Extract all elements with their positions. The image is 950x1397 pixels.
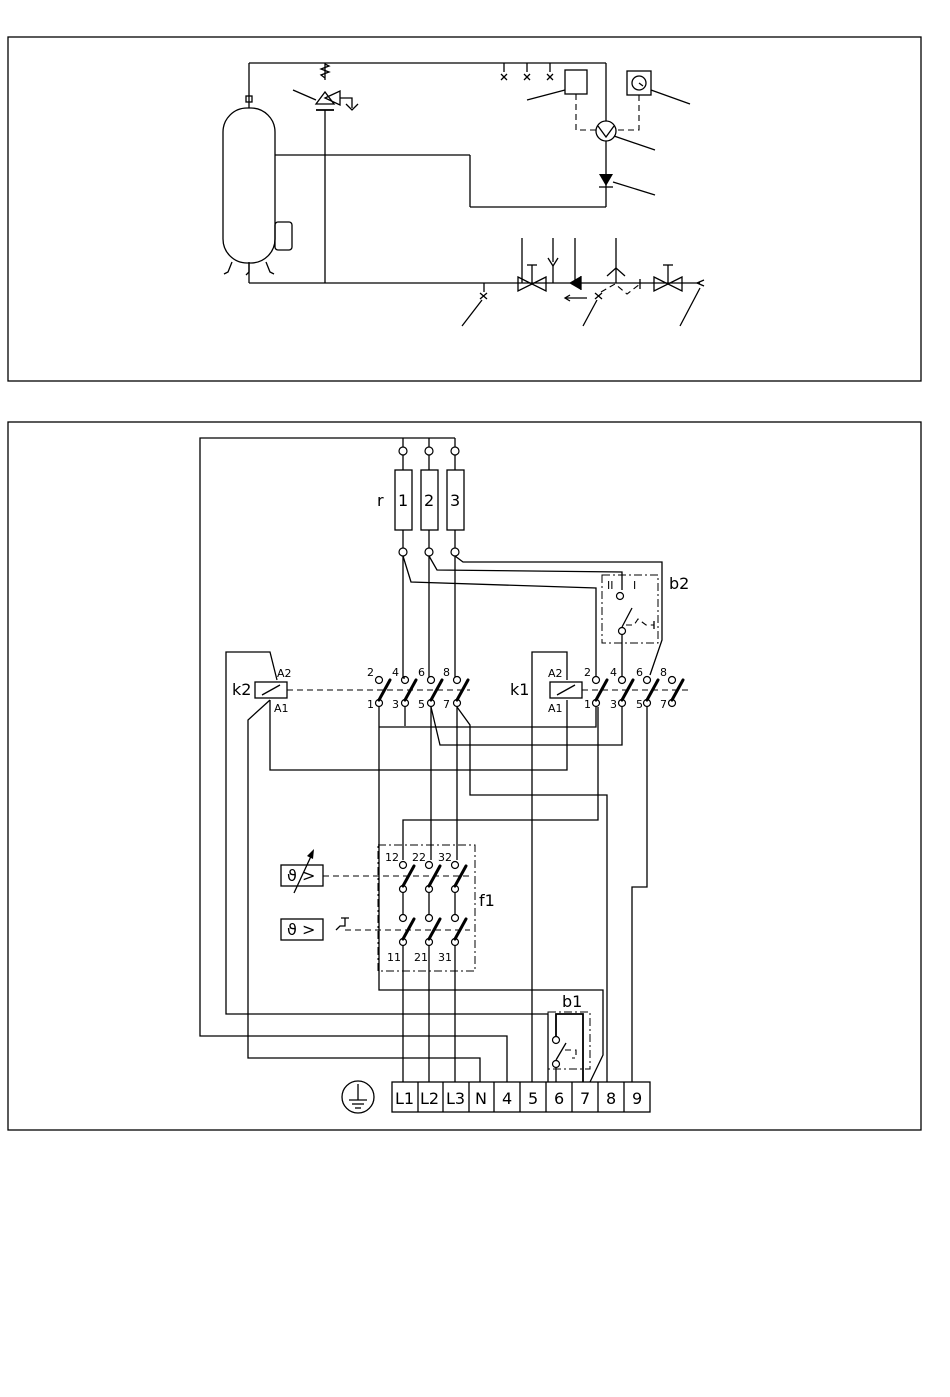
k2-coil-a2: A2	[277, 667, 292, 680]
top-frame	[8, 37, 921, 381]
f1-contact-12: 12	[385, 851, 399, 864]
k1-contact-8: 8	[660, 666, 667, 679]
k2-label: k2	[232, 680, 251, 699]
k1-coil-a1: A1	[548, 702, 563, 715]
safety-valve	[293, 64, 358, 110]
selector-switch-b2: II I b2	[602, 574, 689, 678]
heater-element-1-label: 1	[398, 491, 408, 510]
ground-icon	[342, 1081, 374, 1113]
heater-element-2-label: 2	[424, 491, 434, 510]
k2-coil-a1: A1	[274, 702, 289, 715]
k1-contact-7: 7	[660, 698, 667, 711]
k2-contact-2: 2	[367, 666, 374, 679]
k1-contact-2: 2	[584, 666, 591, 679]
b1-label: b1	[562, 992, 582, 1011]
terminal-7: 7	[580, 1089, 590, 1108]
terminal-l2: L2	[420, 1089, 439, 1108]
heater-label: r	[377, 491, 384, 510]
f1-contact-31: 31	[438, 951, 452, 964]
k1-contact-3: 3	[610, 698, 617, 711]
f1-contact-32: 32	[438, 851, 452, 864]
terminal-l3: L3	[446, 1089, 465, 1108]
f1-label: f1	[479, 891, 495, 910]
sensor-2-symbol: ϑ >	[287, 920, 315, 939]
circulation-pump-icon	[596, 121, 655, 150]
sensor-1-symbol: ϑ >	[287, 866, 315, 885]
k2-contact-3: 3	[392, 698, 399, 711]
wire-outer-loop	[200, 438, 507, 1082]
k2-contact-1: 1	[367, 698, 374, 711]
terminal-l1: L1	[395, 1089, 414, 1108]
b2-position-i: I	[633, 579, 636, 592]
k1-label: k1	[510, 680, 529, 699]
clock-icon	[616, 71, 690, 130]
k2-contact-6: 6	[418, 666, 425, 679]
k1-contact-1: 1	[584, 698, 591, 711]
terminal-8: 8	[606, 1089, 616, 1108]
k2-contact-5: 5	[418, 698, 425, 711]
terminal-block: L1 L2 L3 N 4 5 6 7 8 9	[392, 1082, 650, 1112]
terminal-n: N	[475, 1089, 487, 1108]
check-valve-icon	[599, 174, 655, 195]
pipes	[249, 63, 700, 283]
f1-contact-11: 11	[387, 951, 401, 964]
terminal-5: 5	[528, 1089, 538, 1108]
f1-contact-21: 21	[414, 951, 428, 964]
contactor-k2: k2 A2 A1 2 4 6 8 1 3 5 7	[232, 666, 470, 715]
terminal-9: 9	[632, 1089, 642, 1108]
k2-contact-4: 4	[392, 666, 399, 679]
heater-elements: r 1 2 3	[377, 438, 464, 556]
k1-coil-a2: A2	[548, 667, 563, 680]
k1-contact-5: 5	[636, 698, 643, 711]
terminal-4: 4	[502, 1089, 512, 1108]
controller-box	[527, 70, 597, 130]
b2-position-ii: II	[607, 579, 614, 592]
k1-contact-6: 6	[636, 666, 643, 679]
f1-contact-22: 22	[412, 851, 426, 864]
hydraulic-schematic	[8, 37, 921, 381]
thermostat-f1: f1 12 22 32 11 21 31	[281, 845, 495, 1082]
k2-contact-8: 8	[443, 666, 450, 679]
storage-tank	[223, 96, 292, 275]
k1-contact-4: 4	[610, 666, 617, 679]
inlet-valve-group	[462, 238, 704, 326]
b2-label: b2	[669, 574, 689, 593]
heater-element-3-label: 3	[450, 491, 460, 510]
contactor-k1: k1 A2 A1 2 4 6 8 1 3 5 7	[510, 666, 690, 715]
switch-b1: b1	[548, 992, 590, 1082]
wiring-schematic: r 1 2 3	[8, 422, 921, 1130]
k2-contact-7: 7	[443, 698, 450, 711]
terminal-6: 6	[554, 1089, 564, 1108]
vent-marks	[501, 63, 553, 80]
